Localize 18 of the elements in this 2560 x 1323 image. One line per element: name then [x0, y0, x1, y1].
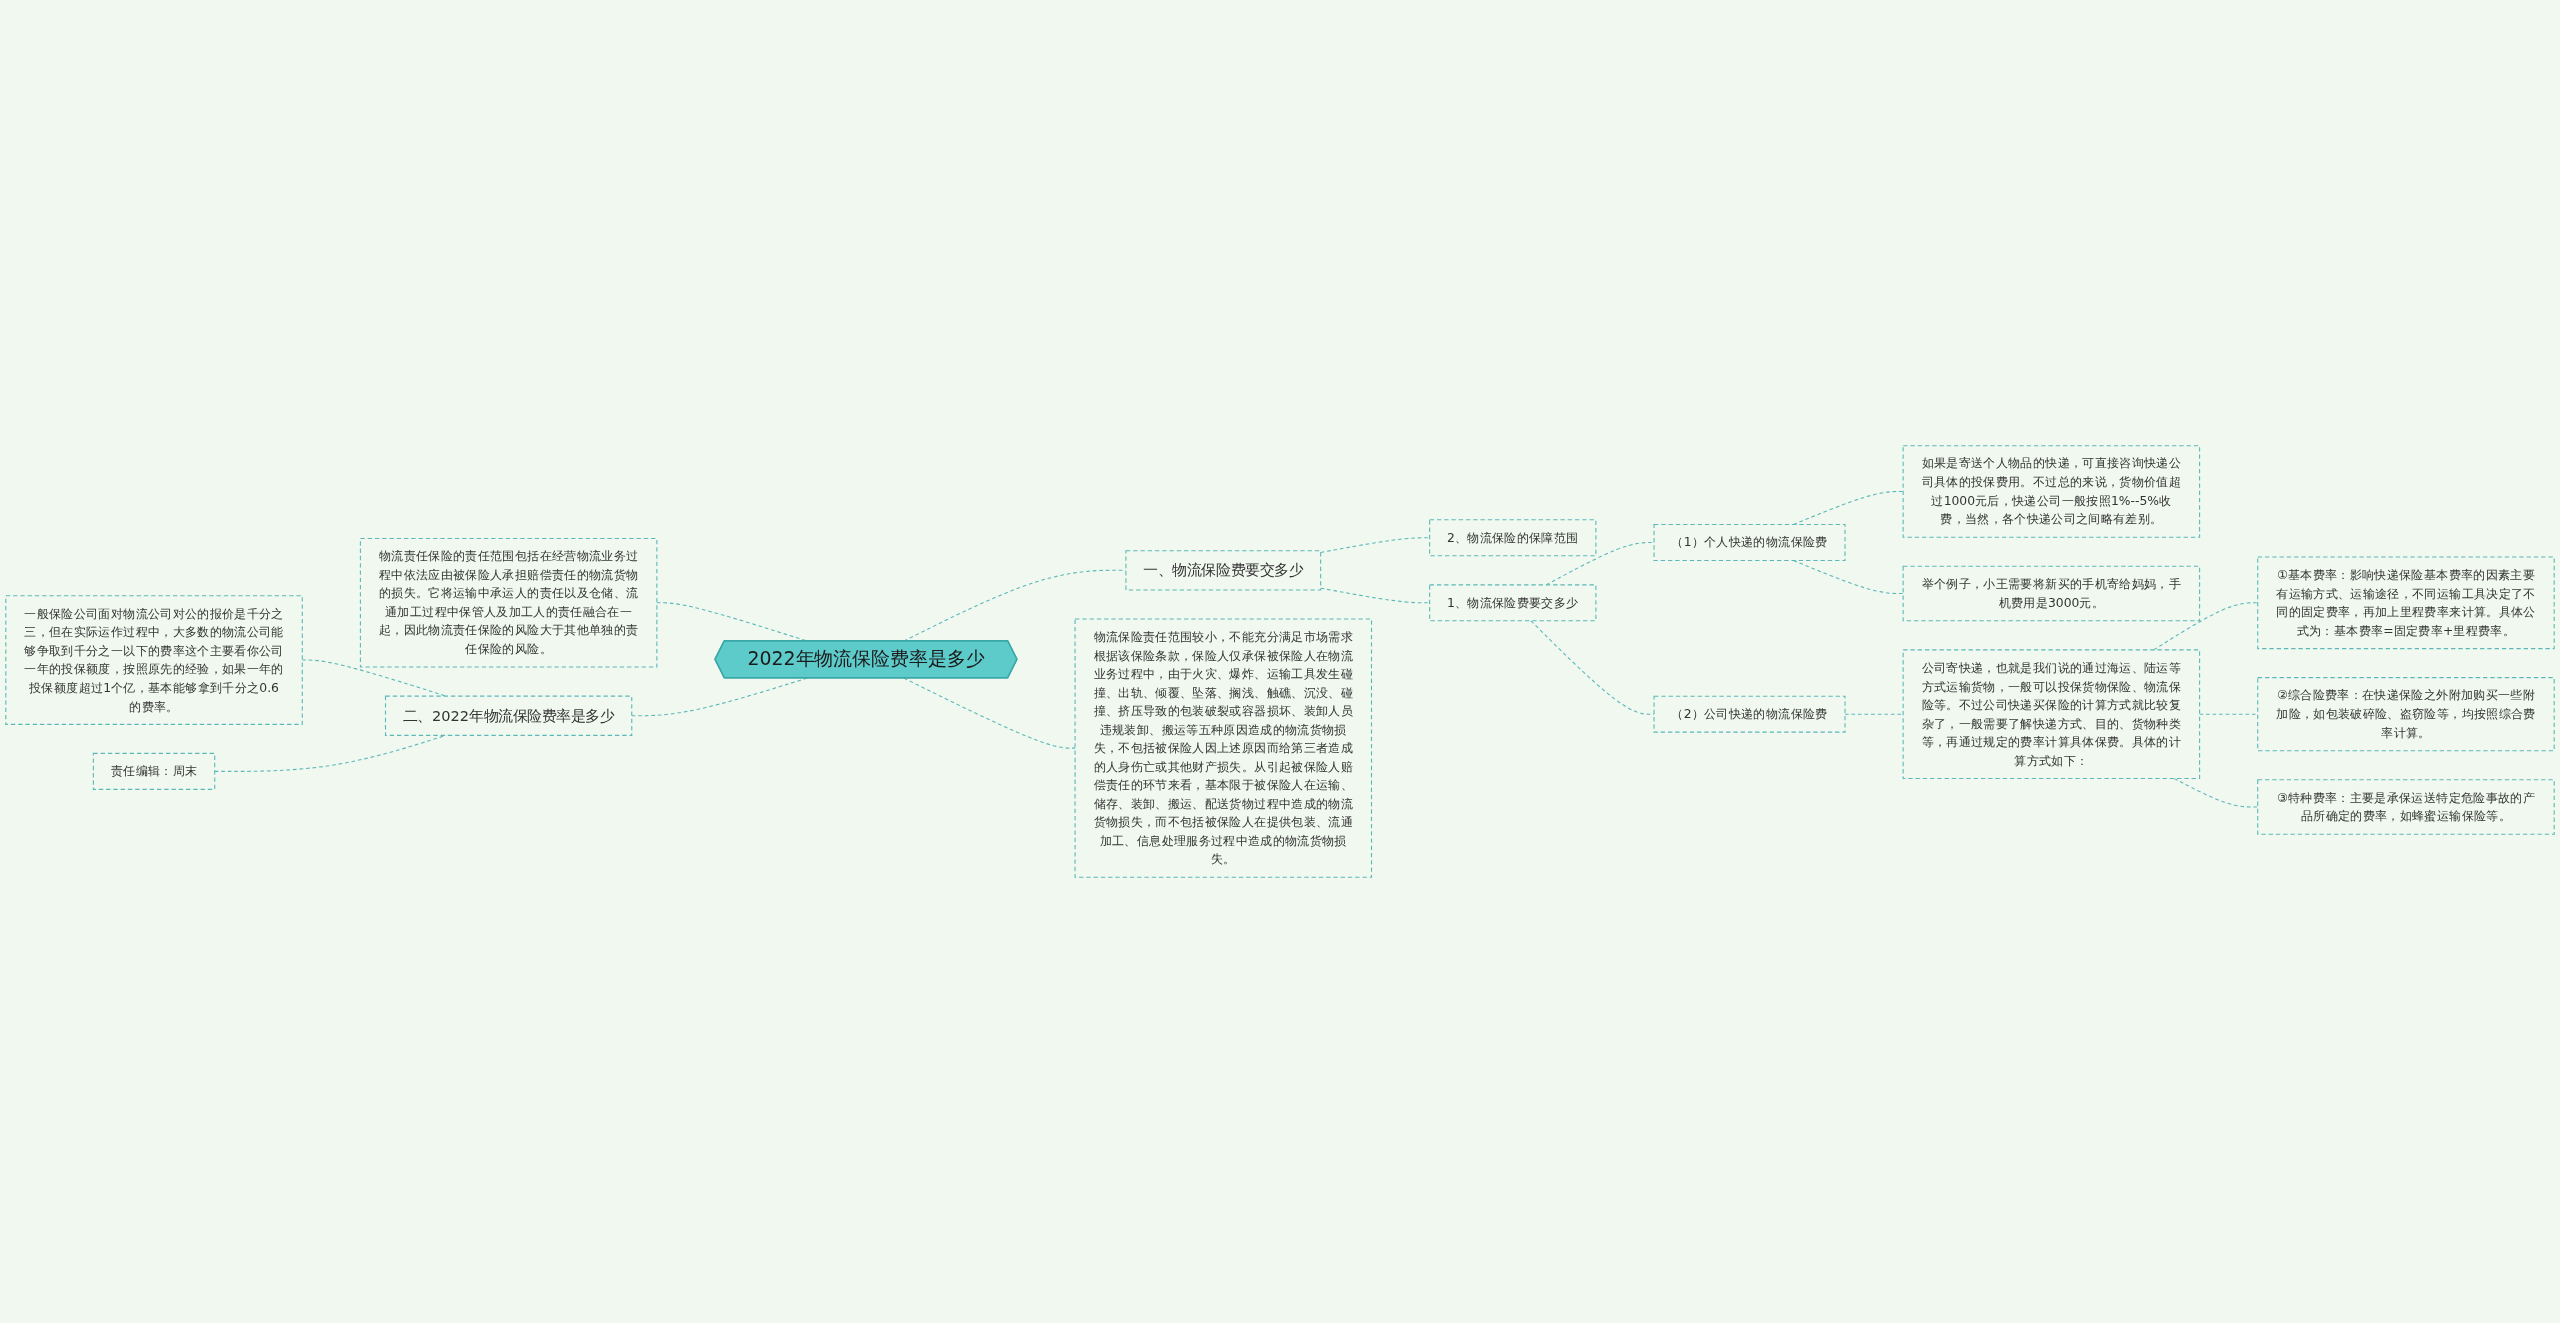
- node-box: 物流责任保险的责任范围包括在经营物流业务过程中依法应由被保险人承担赔偿责任的物流货物的损失。它将运输中承运人的责任以及仓储、流通加工过程中保管人及加工人的责任融合在一起，因此物流责任保险的风险大于其他单独的责任保险的风险。: [359, 537, 658, 668]
- node-box: 一、物流保险费要交多少: [1125, 550, 1322, 591]
- node-box: ②综合险费率：在快递保险之外附加购买一些附加险，如包装破碎险、盗窃险等，均按照综合费率计算。: [2257, 677, 2555, 752]
- node-box: 责任编辑：周末: [92, 752, 216, 790]
- node-box: ③特种费率：主要是承保运送特定危险事故的产品所确定的费率，如蜂蜜运输保险等。: [2257, 779, 2555, 835]
- node-box: （1）个人快递的物流保险费: [1653, 524, 1846, 562]
- connector: [1792, 559, 1904, 595]
- node-box: ①基本费率：影响快递保险基本费率的因素主要有运输方式、运输途径，不同运输工具决定了不同的固定费率，再加上里程费率来计算。具体公式为：基本费率=固定费率+里程费率。: [2257, 556, 2555, 650]
- node-box: 2、物流保险的保障范围: [1429, 519, 1597, 557]
- node-box: 二、2022年物流保险费率是多少: [384, 695, 633, 736]
- node-box: 公司寄快递，也就是我们说的通过海运、陆运等方式运输货物，一般可以投保货物保险、物流保险等。不过公司快递买保险的计算方式就比较复杂了，一般需要了解快递方式、目的、货物种类等，再通过规定的费率计算具体保费。具体的计算方式如下：: [1902, 649, 2201, 780]
- node-box: 物流保险责任范围较小，不能充分满足市场需求根据该保险条款，保险人仅承保被保险人在物流业务过程中，由于火灾、爆炸、运输工具发生碰撞、出轨、倾覆、坠落、搁浅、触礁、沉没、碰撞、挤压导致的包装破裂或容器损坏、装卸人员违规装卸、搬运等五种原因造成的物流货物损失，不包括被保险人因上述原因而给第三者造成的人身伤亡或其他财产损失。从引起被保险人赔偿责任的环节来看，基本限于被保险人在运输、储存、装卸、搬运、配送货物过程中造成的物流货物损失，而不包括被保险人在提供包装、流通加工、信息处理服务过程中造成的物流货物损失。: [1074, 618, 1373, 878]
- node-box: （2）公司快递的物流保险费: [1653, 695, 1846, 733]
- node-box: 举个例子，小王需要将新买的手机寄给妈妈，手机费用是3000元。: [1902, 565, 2201, 622]
- connector: [903, 677, 1076, 749]
- node-box: 如果是寄送个人物品的快递，可直接咨询快递公司具体的投保费用。不过总的来说，货物价值超过1000元后，快递公司一般按照1%--5%收费，当然，各个快递公司之间略有差别。: [1902, 445, 2201, 538]
- node-box: 一般保险公司面对物流公司对公的报价是千分之三，但在实际运作过程中，大多数的物流公司能够争取到千分之一以下的费率这个主要看你公司一年的投保额度，按照原先的经验，如果一年的投保额度超过1个亿，基本能够拿到千分之0.6的费率。: [5, 595, 303, 725]
- node-box: 1、物流保险费要交多少: [1429, 584, 1597, 622]
